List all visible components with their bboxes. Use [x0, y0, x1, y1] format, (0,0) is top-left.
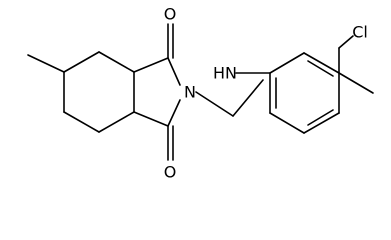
- bond: [133, 111, 169, 127]
- bond: [98, 111, 135, 133]
- cyclohexane-ring: [63, 51, 135, 133]
- molecule-structure: O O N HN Cl: [27, 5, 374, 182]
- structure-canvas: O O N HN Cl: [27, 5, 374, 182]
- bond: [63, 51, 100, 73]
- oxygen-atom-bottom: O: [164, 163, 177, 182]
- aromatic-double-bond: [307, 109, 334, 126]
- chlorine-atom: Cl: [352, 23, 368, 42]
- bond: [167, 99, 181, 127]
- bond: [133, 57, 169, 73]
- imide-ring: [133, 57, 181, 127]
- bond: [63, 111, 100, 133]
- benzene-ring: [269, 52, 340, 134]
- imide-nitrogen: N: [184, 83, 196, 102]
- n-ch2-bond: [195, 91, 234, 117]
- bond: [303, 52, 340, 74]
- bond: [167, 57, 181, 86]
- aryl-methyl-bond: [338, 72, 374, 94]
- bond: [98, 51, 135, 73]
- oxygen-atom-top: O: [164, 5, 177, 24]
- bond: [269, 112, 305, 134]
- bond: [303, 112, 340, 134]
- c-cl-bond-extension: [338, 35, 354, 49]
- amine-nh: HN: [213, 64, 237, 83]
- methyl-bond: [27, 54, 65, 73]
- bond: [269, 52, 305, 74]
- ch2-nh-bond: [232, 79, 264, 117]
- aromatic-double-bond: [307, 60, 334, 77]
